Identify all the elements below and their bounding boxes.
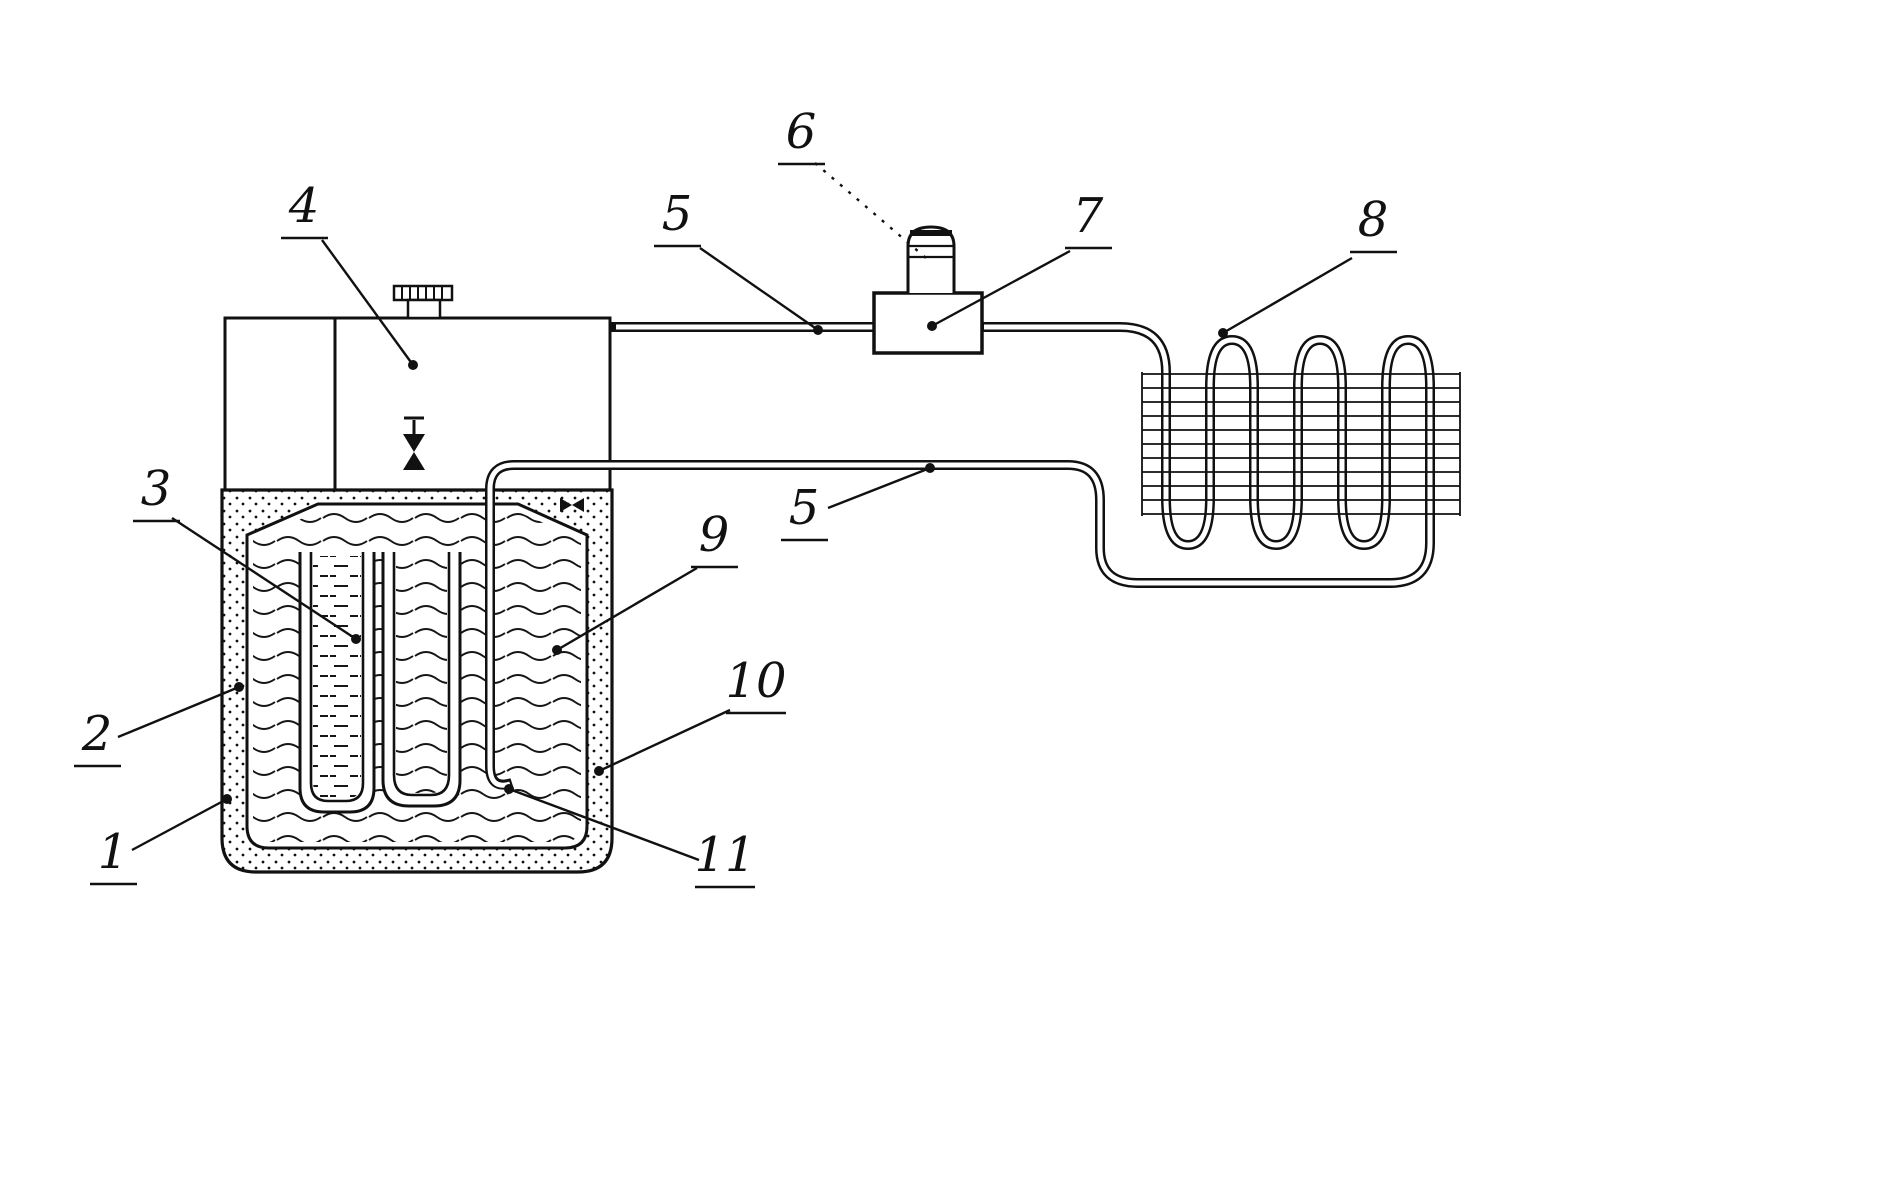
relief-valve-icon	[560, 498, 584, 512]
ref-label-7: 7	[1073, 188, 1104, 244]
condenser-and-return-pipe-bore	[487, 324, 1433, 788]
leader-line-2	[117, 685, 240, 739]
inner-vessel-a	[298, 552, 376, 814]
piping	[485, 322, 1435, 790]
leader-line-4	[321, 239, 414, 366]
ref-label-9: 9	[699, 507, 730, 563]
ref-label-3: 3	[141, 461, 172, 517]
ref-label-4: 4	[288, 178, 320, 234]
shutoff-valve-icon	[403, 416, 425, 470]
vessel-outer-shell	[220, 488, 614, 874]
insulated-vessel	[220, 488, 614, 874]
reference-numerals: 1 2 3 4 5 6 7 8 5 9 10 11	[74, 104, 1397, 889]
ref-label-10: 10	[725, 653, 786, 709]
leader-line-1	[131, 797, 228, 852]
ref-label-5a: 5	[662, 186, 693, 242]
leader-line-6	[814, 162, 927, 259]
ref-label-5b: 5	[789, 480, 820, 536]
upper-reservoir-tank	[223, 284, 612, 492]
motor-icon	[906, 225, 956, 293]
leader-line-5b	[827, 466, 931, 510]
ref-label-8: 8	[1358, 192, 1389, 248]
leader-lines	[117, 162, 1353, 862]
compressor-unit	[872, 225, 984, 355]
inner-vessel-b	[381, 552, 462, 808]
vessel-inner-liner	[245, 502, 589, 850]
leader-line-3	[171, 516, 357, 641]
condenser-fins-grid	[1141, 372, 1461, 516]
ref-label-11: 11	[694, 827, 755, 883]
ref-label-2: 2	[81, 706, 113, 762]
leader-line-5a	[699, 247, 819, 331]
ref-label-underlines	[74, 162, 1397, 889]
ref-label-1: 1	[98, 824, 129, 880]
leader-line-10	[598, 708, 731, 773]
filler-cap-icon	[392, 284, 454, 320]
leader-dots	[222, 321, 1228, 804]
leader-line-11	[508, 787, 700, 862]
leader-line-8	[1222, 256, 1353, 335]
ref-label-6: 6	[786, 104, 817, 160]
leader-line-9	[556, 566, 698, 652]
condenser-and-return-pipe-outer	[485, 322, 1435, 790]
leader-line-7	[931, 249, 1071, 328]
